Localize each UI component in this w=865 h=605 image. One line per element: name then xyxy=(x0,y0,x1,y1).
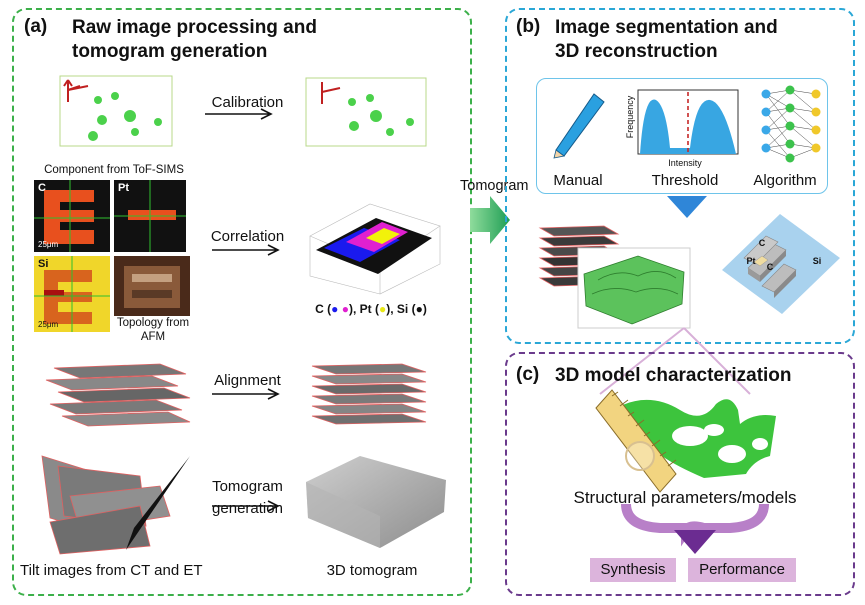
neural-network-icon xyxy=(761,85,821,163)
legend-end: ) xyxy=(422,302,427,316)
map-c-scale: 25μm xyxy=(38,240,59,249)
correlation-legend: C (● ●), Pt (●), Si (●) xyxy=(296,302,446,316)
alignment-label: Alignment xyxy=(214,372,281,389)
aligned-stack-image xyxy=(311,363,427,425)
legend-c-label: C ( xyxy=(315,302,332,316)
model-label-si: Si xyxy=(812,256,822,266)
panel-c-title: 3D model characterization xyxy=(555,365,792,386)
tilt-caption: Tilt images from CT and ET xyxy=(20,562,203,579)
map-si: Si 25μm xyxy=(34,256,110,332)
threshold-histogram xyxy=(637,89,739,155)
model-label-c2: C xyxy=(766,262,774,272)
frequency-axis-label: Frequency xyxy=(625,95,635,139)
legend-si-label: ), Si ( xyxy=(386,302,416,316)
threshold-label: Threshold xyxy=(651,172,719,189)
reconstructed-surface-image xyxy=(577,247,691,329)
down-arrow-blue xyxy=(667,196,707,218)
panel-a xyxy=(12,8,472,596)
calibration-arrow xyxy=(205,108,273,120)
correlation-arrow xyxy=(212,244,280,256)
porous-structure-graphic xyxy=(606,399,776,478)
panel-b-tag: (b) xyxy=(516,16,541,37)
manual-label: Manual xyxy=(553,172,603,189)
structural-parameters-label: Structural parameters/models xyxy=(573,488,797,507)
correlation-3d-plot xyxy=(309,203,441,295)
ruler-icon xyxy=(595,389,677,493)
tomogram-caption: 3D tomogram xyxy=(326,562,418,579)
tomogram-gen-arrow xyxy=(212,500,280,512)
legend-pt-label: ), Pt ( xyxy=(349,302,379,316)
panel-a-title-line2: tomogram generation xyxy=(72,41,268,62)
zoom-connector-lines xyxy=(599,327,751,395)
map-pt: Pt xyxy=(114,180,186,252)
tomogram-3d-graphic xyxy=(306,456,446,548)
legend-yellow-dot: ● xyxy=(379,302,387,316)
topology-line2: AFM xyxy=(140,331,166,343)
panel-a-tag: (a) xyxy=(24,16,48,37)
legend-blue-dot: ● xyxy=(331,302,339,316)
correlation-label: Correlation xyxy=(210,228,285,245)
electrode-3d-model xyxy=(722,214,840,314)
map-si-scale: 25μm xyxy=(38,320,59,329)
component-caption: Component from ToF-SIMS xyxy=(44,164,184,176)
afm-topology-image xyxy=(114,256,190,316)
map-pt-label: Pt xyxy=(118,182,129,194)
panel-c xyxy=(505,352,855,596)
legend-magenta-dot: ● xyxy=(341,302,349,316)
map-si-label: Si xyxy=(38,258,49,270)
calibration-label: Calibration xyxy=(211,94,284,111)
panel-c-tag: (c) xyxy=(516,364,540,385)
tilt-images-graphic xyxy=(41,455,190,555)
panel-b xyxy=(505,8,855,344)
calibration-after-image xyxy=(305,77,427,147)
map-c-label: C xyxy=(38,182,46,194)
model-label-pt: Pt xyxy=(746,256,756,266)
legend-black-dot: ● xyxy=(415,302,423,316)
tomogram-arrow-label: Tomogram xyxy=(460,178,529,194)
alignment-arrow xyxy=(212,388,280,400)
performance-box: Performance xyxy=(688,558,796,582)
intensity-axis-label: Intensity xyxy=(668,158,702,168)
map-c: C 25μm xyxy=(34,180,110,252)
panel-b-title-line1: Image segmentation and xyxy=(555,17,778,38)
tomogram-gen-line2: generation xyxy=(212,500,283,517)
calibration-before-image xyxy=(59,75,173,147)
purple-branch-arrow xyxy=(621,503,769,554)
panel-a-title-line1: Raw image processing and xyxy=(72,17,317,38)
unaligned-stack-image xyxy=(45,363,191,427)
synthesis-box: Synthesis xyxy=(590,558,676,582)
algorithm-label: Algorithm xyxy=(753,172,817,189)
tomogram-gen-line1: Tomogram xyxy=(212,478,283,495)
panel-b-title-line2: 3D reconstruction xyxy=(555,41,718,62)
tomogram-flow-arrow xyxy=(470,196,510,244)
model-label-c1: C xyxy=(758,238,766,248)
topology-line1: Topology from xyxy=(116,317,190,329)
pencil-icon xyxy=(553,93,605,159)
